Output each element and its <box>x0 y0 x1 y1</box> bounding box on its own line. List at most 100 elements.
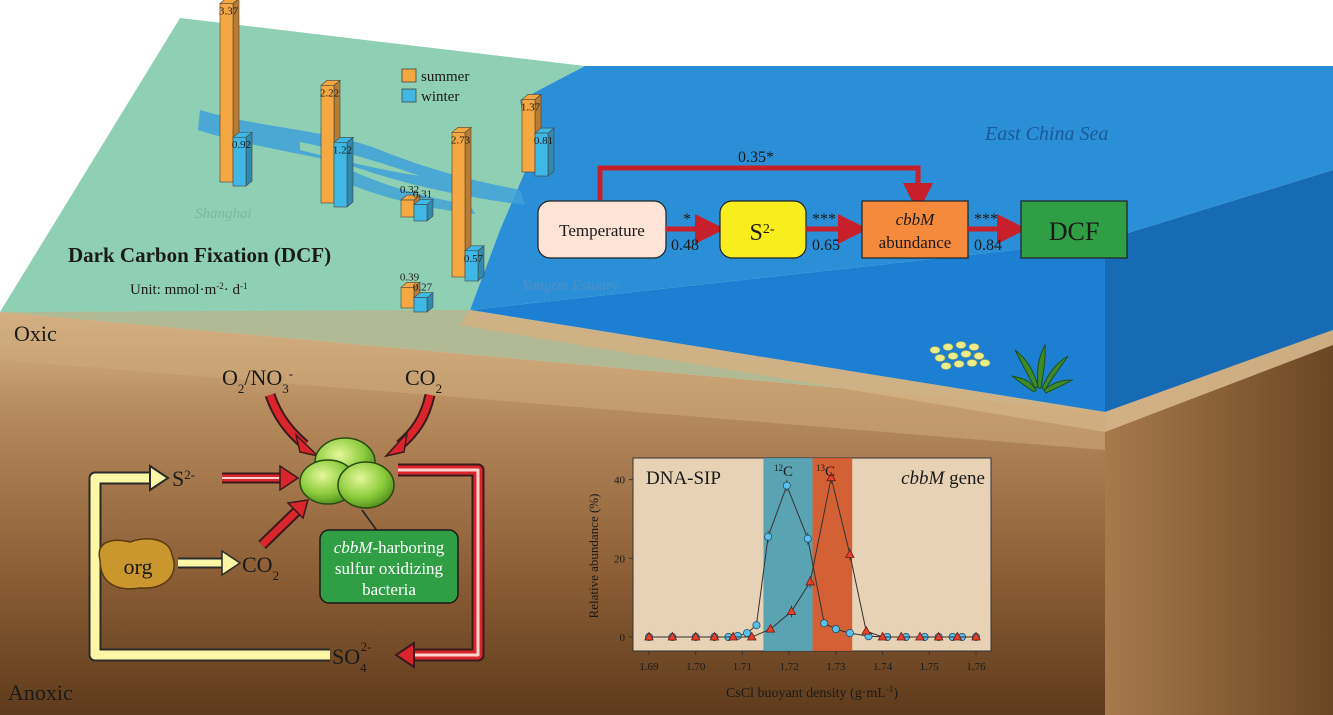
series-line-1 <box>649 477 976 638</box>
cbbm-abundance-label: abundance <box>879 233 952 252</box>
bar-winter-1 <box>333 142 348 208</box>
bar-winter-label-4: 0.81 <box>534 135 553 147</box>
sig-cbbm-dcf: *** <box>974 211 998 228</box>
bar-summer-label-0: 3.37 <box>219 5 239 17</box>
bar-winter-label-2: 0.31 <box>413 189 432 201</box>
series-1-point-12 <box>877 631 888 641</box>
legend-winter-swatch <box>401 88 417 103</box>
bacteria-box <box>319 529 459 604</box>
bar-summer-label-5: 0.39 <box>400 271 420 283</box>
coef-temp-s: 0.48 <box>671 237 699 254</box>
series-1-point-11 <box>861 625 872 635</box>
series-1-point-17 <box>971 631 981 641</box>
bacteria-pointer <box>361 509 379 533</box>
sig-s-cbbm: *** <box>812 211 836 228</box>
series-0-point-7 <box>752 621 761 630</box>
east-china-sea-label: East China Sea <box>984 123 1108 145</box>
series-1-point-13 <box>896 631 907 641</box>
series-0-point-11 <box>820 619 829 628</box>
unit-label: Unit: mmol·m-2· d-1 <box>130 281 248 298</box>
dcf-label: DCF <box>1049 217 1100 246</box>
seaweed-icon <box>1011 343 1074 394</box>
bacteria-cluster-icon <box>299 437 395 509</box>
co2-top-label: CO2 <box>405 365 442 396</box>
oxic-label: Oxic <box>14 321 57 346</box>
sea-surface <box>470 66 1333 310</box>
x-tick-label-3: 1.72 <box>780 661 799 673</box>
dcf-title: Dark Carbon Fixation (DCF) <box>68 243 331 267</box>
legend-summer-swatch <box>401 68 417 83</box>
bar-winter-0 <box>232 136 247 187</box>
shanghai-label: Shanghai <box>195 206 252 222</box>
path-model: 0.35* Temperature * 0.48 S2- *** 0.65 cb… <box>537 149 1128 259</box>
bar-summer-3 <box>451 132 466 278</box>
bar-winter-4 <box>534 132 549 177</box>
series-1-point-16 <box>952 631 963 641</box>
series-1-point-8 <box>805 576 816 586</box>
coef-s-cbbm: 0.65 <box>812 237 840 254</box>
band-12c <box>763 458 813 651</box>
cbbm-gene-label: cbbM <box>896 210 936 229</box>
bar-winter-label-5: 0.27 <box>413 282 433 294</box>
x-tick-label-6: 1.75 <box>920 661 940 673</box>
bar-summer-label-2: 0.32 <box>400 184 419 196</box>
anoxic-label: Anoxic <box>8 680 73 705</box>
series-1-point-0 <box>644 631 654 641</box>
temperature-label: Temperature <box>559 221 645 240</box>
series-0-point-12 <box>831 625 840 634</box>
chart-title-left: DNA-SIP <box>646 468 721 489</box>
band-13c-label: 13C <box>816 463 835 480</box>
band-12c-label: 12C <box>774 463 793 480</box>
dcf-box <box>1020 200 1128 259</box>
legend-summer-label: summer <box>421 69 469 85</box>
series-1-point-7 <box>786 606 797 615</box>
x-tick-label-2: 1.71 <box>733 661 752 673</box>
org-label: org <box>124 554 153 579</box>
series-1-point-2 <box>690 631 701 641</box>
series-1-point-10 <box>844 549 855 558</box>
seabed-shading <box>0 310 1105 450</box>
bar-summer-label-1: 2.22 <box>320 87 339 99</box>
x-tick-label-7: 1.76 <box>966 661 986 673</box>
sediment-dots <box>929 341 991 370</box>
sulfur-cycle: O2/NO3- CO2 S2- org CO2 <box>88 365 485 675</box>
y-tick-label-2: 40 <box>614 475 626 487</box>
sig-temp-s: * <box>683 211 691 228</box>
series-1-point-5 <box>746 631 757 641</box>
s2-label: S2- <box>172 466 195 491</box>
bar-summer-2 <box>400 199 415 218</box>
season-legend: summer winter <box>401 68 469 105</box>
sulfide-label: S2- <box>749 220 774 246</box>
series-1-point-14 <box>915 631 925 641</box>
x-tick-label-0: 1.69 <box>639 661 659 673</box>
bacteria-line2: sulfur oxidizing <box>335 559 444 578</box>
legend-winter-label: winter <box>421 89 459 105</box>
coef-direct: 0.35* <box>738 149 774 166</box>
x-tick-label-5: 1.74 <box>873 661 893 673</box>
series-1-point-4 <box>728 631 738 641</box>
y-tick-label-1: 20 <box>614 553 626 565</box>
chart-title-right: cbbM gene <box>901 468 985 489</box>
series-0-point-10 <box>803 534 812 543</box>
so4-label: SO42- <box>332 639 371 675</box>
series-0-point-8 <box>764 532 773 541</box>
bar-winter-label-1: 1.22 <box>333 144 352 156</box>
bar-summer-label-4: 1.37 <box>521 101 541 113</box>
series-1-point-9 <box>826 472 837 482</box>
bar-winter-2 <box>413 204 428 222</box>
yangtze-estuary-label: Yangtze Estuary <box>522 278 619 294</box>
series-1-point-1 <box>667 631 678 641</box>
bacteria-line3: bacteria <box>362 580 416 599</box>
bar-winter-5 <box>413 297 428 313</box>
series-1-point-15 <box>933 631 944 641</box>
co2-bottom-label: CO2 <box>242 552 279 583</box>
coef-cbbm-dcf: 0.84 <box>974 237 1002 254</box>
series-0-point-13 <box>845 629 854 638</box>
x-tick-label-4: 1.73 <box>826 661 846 673</box>
river-channel-2 <box>335 165 475 214</box>
dcf-bars: 3.370.922.221.220.320.312.730.571.370.81… <box>219 0 555 313</box>
